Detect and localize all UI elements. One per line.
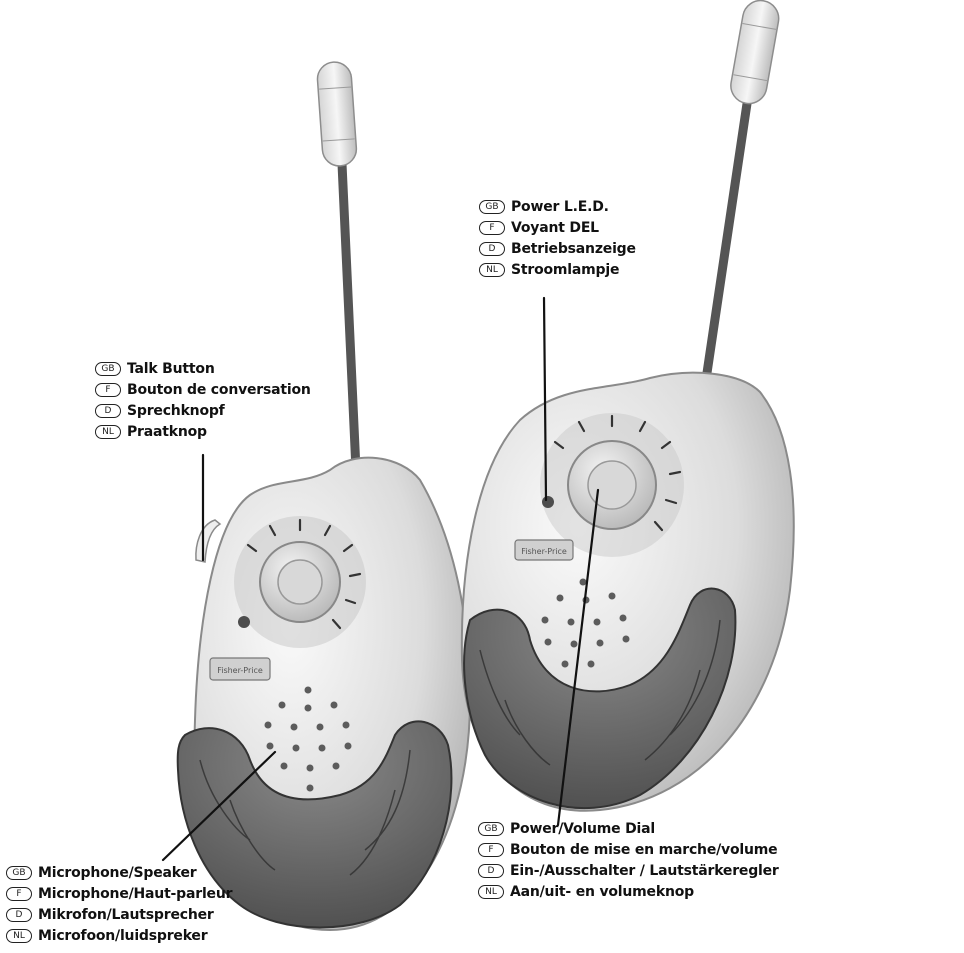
callout-row: NL Aan/uit- en volumeknop [478,881,779,902]
lang-badge: NL [6,929,32,943]
right-power-led [542,496,554,508]
callout-row: D Ein-/Ausschalter / Lautstärkeregler [478,860,779,881]
power-led-callout: GB Power L.E.D. F Voyant DEL D Betriebsanze… [479,196,636,280]
callout-row: NL Stroomlampje [479,259,636,280]
lang-badge: D [6,908,32,922]
callout-label: Microfoon/luidspreker [38,928,207,944]
lang-badge: NL [95,425,121,439]
callout-label: Bouton de mise en marche/volume [510,842,777,858]
callout-label: Stroomlampje [511,262,619,278]
left-power-led [238,616,250,628]
svg-text:Fisher-Price: Fisher-Price [521,547,567,556]
callout-row: GB Microphone/Speaker [6,862,232,883]
callout-label: Microphone/Haut-parleur [38,886,232,902]
callout-row: F Bouton de mise en marche/volume [478,839,779,860]
lang-badge: GB [479,200,505,214]
left-antenna-tip [316,61,357,167]
lang-badge: F [478,843,504,857]
volume-dial-callout: GB Power/Volume Dial F Bouton de mise en m… [478,818,779,902]
callout-label: Aan/uit- en volumeknop [510,884,694,900]
callout-row: GB Power/Volume Dial [478,818,779,839]
lang-badge: GB [95,362,121,376]
left-walkie-talkie: Fisher-Price [178,61,470,930]
lang-badge: GB [478,822,504,836]
callout-label: Voyant DEL [511,220,599,236]
callout-row: F Voyant DEL [479,217,636,238]
callout-label: Praatknop [127,424,207,440]
lang-badge: D [479,242,505,256]
callout-label: Bouton de conversation [127,382,311,398]
lang-badge: D [95,404,121,418]
callout-label: Microphone/Speaker [38,865,197,881]
lang-badge: NL [479,263,505,277]
lang-badge: F [95,383,121,397]
callout-row: NL Praatknop [95,421,311,442]
right-fisher-price-logo: Fisher-Price [515,540,573,560]
callout-row: F Bouton de conversation [95,379,311,400]
svg-text:Fisher-Price: Fisher-Price [217,666,263,675]
callout-row: NL Microfoon/luidspreker [6,925,232,946]
callout-row: D Sprechknopf [95,400,311,421]
lang-badge: D [478,864,504,878]
callout-label: Power L.E.D. [511,199,609,215]
callout-label: Mikrofon/Lautsprecher [38,907,214,923]
right-antenna [700,70,752,420]
callout-row: GB Power L.E.D. [479,196,636,217]
microphone-callout: GB Microphone/Speaker F Microphone/Haut-pa… [6,862,232,946]
callout-row: F Microphone/Haut-parleur [6,883,232,904]
left-antenna [340,120,356,470]
callout-row: D Betriebsanzeige [479,238,636,259]
lang-badge: F [479,221,505,235]
callout-label: Power/Volume Dial [510,821,655,837]
callout-row: D Mikrofon/Lautsprecher [6,904,232,925]
right-walkie-talkie: Fisher-Price [462,0,794,811]
lang-badge: GB [6,866,32,880]
lang-badge: NL [478,885,504,899]
callout-label: Talk Button [127,361,215,377]
right-antenna-tip [728,0,782,106]
left-fisher-price-logo: Fisher-Price [210,658,270,680]
callout-label: Sprechknopf [127,403,225,419]
lang-badge: F [6,887,32,901]
callout-label: Ein-/Ausschalter / Lautstärkeregler [510,863,779,879]
callout-label: Betriebsanzeige [511,241,636,257]
callout-row: GB Talk Button [95,358,311,379]
